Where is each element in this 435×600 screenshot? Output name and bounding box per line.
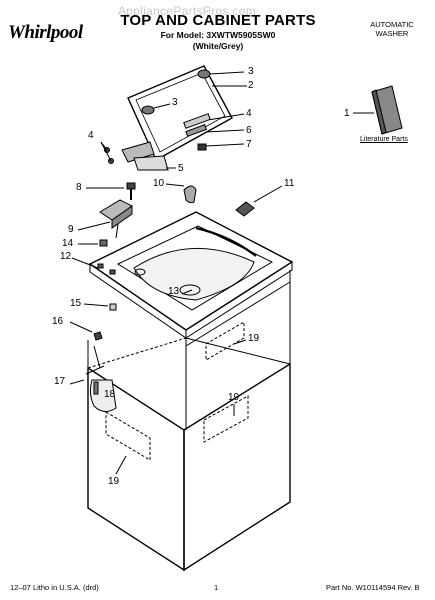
literature-booklet	[353, 85, 403, 135]
watermark-text: AppliancePartsPros.com	[118, 4, 256, 18]
literature-parts-label: Literature Parts	[360, 136, 408, 143]
footer-litho: 12–07 Litho in U.S.A. (drd)	[10, 583, 99, 592]
small-screw	[69, 321, 103, 341]
callout-11: 11	[284, 178, 295, 189]
screw	[86, 182, 136, 200]
callout-3: 3	[172, 97, 178, 108]
clip-part	[165, 183, 197, 204]
callout-7: 7	[246, 139, 252, 150]
part-number: Part No. W10114594 Rev. B	[326, 583, 420, 592]
callout-14: 14	[62, 238, 74, 249]
model-line: For Model: 3XWTW5905SW0	[160, 30, 276, 40]
callout-19: 19	[228, 392, 240, 403]
brand-logo: Whirlpool	[8, 22, 83, 43]
callout-3: 3	[248, 66, 254, 77]
callout-19: 19	[108, 476, 120, 487]
hinge-parts	[100, 113, 245, 171]
lid-assembly	[127, 65, 247, 161]
appliance-type-line2: WASHER	[375, 29, 409, 38]
callout-10: 10	[153, 178, 165, 189]
callout-4: 4	[88, 130, 94, 141]
callout-4: 4	[246, 108, 252, 119]
small-bracket	[78, 239, 108, 247]
callout-17: 17	[54, 376, 66, 387]
callout-16: 16	[52, 316, 64, 327]
callout-15: 15	[70, 298, 82, 309]
variant-line: (White/Grey)	[192, 41, 244, 51]
callout-8: 8	[76, 182, 82, 193]
lid-bumper	[235, 185, 283, 217]
top-panel	[71, 211, 294, 339]
callout-13: 13	[168, 286, 180, 297]
page-number: 1	[214, 583, 219, 592]
callout-9: 9	[68, 224, 74, 235]
appliance-type-line1: AUTOMATIC	[370, 20, 414, 29]
appliance-type: AUTOMATIC WASHER	[360, 20, 424, 38]
page-title: TOP AND CABINET PARTS	[120, 12, 316, 29]
callout-12: 12	[60, 251, 72, 262]
model-info: For Model: 3XWTW5905SW0 (White/Grey)	[118, 30, 318, 52]
callout-18: 18	[104, 389, 116, 400]
callout-6: 6	[246, 125, 252, 136]
small-clip	[83, 303, 117, 311]
cabinet	[69, 270, 291, 572]
callout-2: 2	[248, 80, 254, 91]
callout-5: 5	[178, 163, 184, 174]
lid-switch	[77, 199, 133, 239]
callout-19: 19	[248, 333, 260, 344]
callout-1: 1	[344, 108, 350, 119]
